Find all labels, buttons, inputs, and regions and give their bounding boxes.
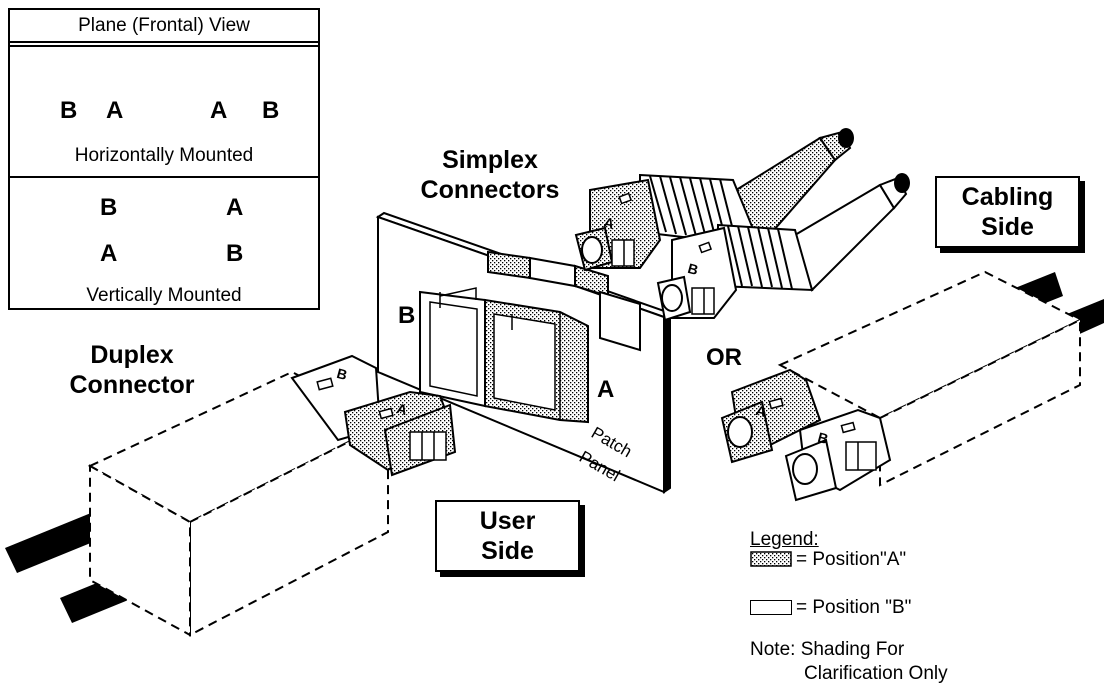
- inset-title: Plane (Frontal) View: [78, 15, 250, 36]
- inset-label-a: A: [100, 240, 118, 267]
- plane-view-inset: Plane (Frontal) View Horizontally Mounte…: [8, 8, 320, 310]
- legend-swatch-a: [750, 551, 792, 567]
- simplex-heading-line1: Simplex: [442, 146, 538, 174]
- patch-panel: [375, 211, 673, 494]
- port-a-label: A: [597, 376, 615, 403]
- inset-label-a: A: [226, 194, 244, 221]
- duplex-connector: [5, 354, 457, 637]
- user-side-line2: Side: [481, 537, 534, 565]
- adapter-rear: [487, 250, 641, 352]
- legend-note-line1: Note: Shading For: [750, 639, 905, 660]
- cabling-side-line2: Side: [981, 213, 1034, 241]
- vertical-caption: Vertically Mounted: [86, 285, 242, 306]
- inset-divider: [10, 41, 318, 43]
- inset-label-a: A: [210, 97, 228, 124]
- inset-label-b: B: [60, 97, 78, 124]
- inset-divider: [10, 45, 318, 47]
- adapter-port-a: [484, 298, 589, 424]
- legend-title: Legend:: [750, 529, 819, 550]
- cabling-side-label: Cabling Side: [935, 176, 1080, 248]
- legend-swatch-b: [750, 600, 792, 615]
- adapter-port-b: [419, 287, 486, 408]
- or-label: OR: [706, 344, 742, 371]
- inset-divider: [10, 176, 318, 178]
- cabling-side-line1: Cabling: [961, 183, 1054, 211]
- legend-position-a: = Position"A": [796, 549, 907, 570]
- user-side-label: User Side: [435, 500, 580, 572]
- legend-note-line2: Clarification Only: [804, 663, 948, 684]
- inset-label-b: B: [226, 240, 244, 267]
- user-side-line1: User: [479, 507, 536, 535]
- inset-label-b: B: [262, 97, 280, 124]
- simplex-heading-line2: Connectors: [420, 176, 560, 204]
- legend-position-b: = Position "B": [796, 597, 912, 618]
- inset-label-a: A: [106, 97, 124, 124]
- duplex-connector-cabling: [720, 270, 1104, 502]
- simplex-connector-b: [656, 173, 910, 322]
- duplex-heading-line1: Duplex: [90, 341, 174, 369]
- port-b-label: B: [398, 302, 416, 329]
- inset-label-b: B: [100, 194, 118, 221]
- horizontal-caption: Horizontally Mounted: [74, 145, 254, 166]
- duplex-heading-line2: Connector: [69, 371, 195, 399]
